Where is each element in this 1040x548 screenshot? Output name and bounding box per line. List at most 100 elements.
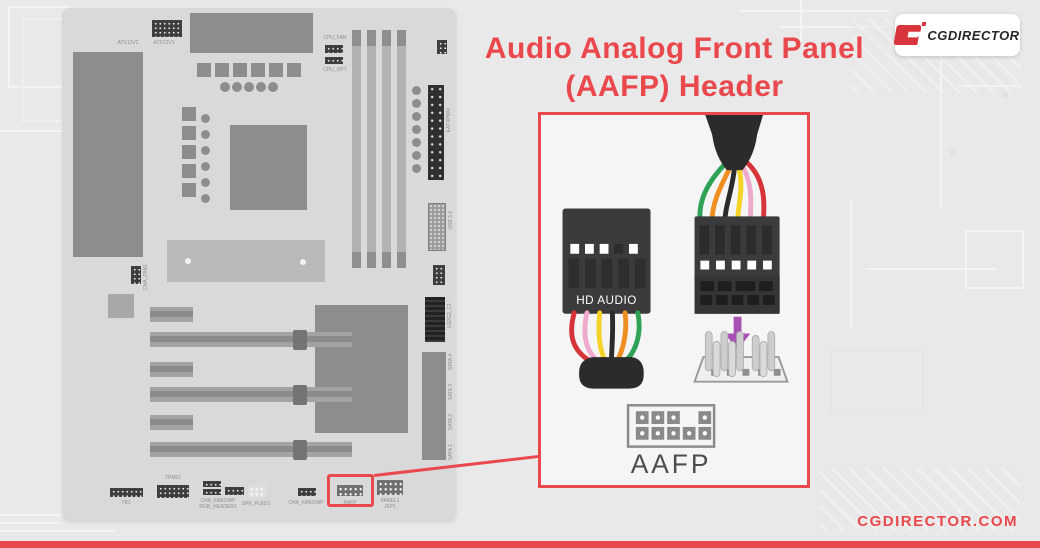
ram-slot [367,30,376,268]
vrm-choke [182,107,196,121]
sata2-label: SATA 2 [448,414,454,431]
wire-pink [582,310,601,364]
back-connector-slots [699,225,772,255]
circuit-trace [0,530,115,532]
capacitor [201,162,210,171]
circuit-trace [950,150,956,156]
vrm-choke [233,63,247,77]
cha-fan2-header [203,489,221,495]
rgb-header-label: RGB_HEADER1 [199,504,237,510]
capacitor [201,146,210,155]
tpm-header [157,485,189,498]
atx-24pin-connector [428,85,444,180]
page-title-line1: Audio Analog Front Panel [484,32,865,65]
wire-yellow [735,163,744,226]
aafp-zoom-panel: HD AUDIO AAFP [538,112,810,488]
front-panel-header [377,480,403,495]
tb1-label: TB1 [121,500,131,506]
vrm-choke [269,63,283,77]
aafp-header [337,485,363,496]
capacitor [412,99,421,108]
sata3-label: SATA 3 [448,384,454,401]
circuit-trace [958,85,1020,87]
ram-slot [352,30,361,268]
pcie-x1-slot [150,362,193,377]
ram-slot [382,30,391,268]
capacitor [412,125,421,134]
pcie-latch [293,385,307,405]
footer-site-url: CGDIRECTOR.COM [857,513,1018,530]
capacitor [412,138,421,147]
circuit-trace [740,10,890,12]
wire-yellow [596,310,608,364]
cha-fan2-header [203,481,221,487]
cha-fan2-label: CHA_FAN2/WP [200,498,236,504]
sata-ports [422,352,446,460]
sata1-label: SATA 1 [448,444,454,461]
atx12v2-label: ATX12V2 [117,40,139,46]
bottom-accent-bar [0,541,1040,548]
header-pins [704,331,776,378]
usb32-front-header [428,203,446,251]
chipset-heatsink [315,305,408,433]
capacitor [412,151,421,160]
vrm-choke [251,63,265,77]
hd-audio-label: HD AUDIO [576,294,637,307]
circuit-trace [8,6,70,88]
hd-audio-ridges [568,258,646,289]
fan-header [433,265,445,285]
cgdirector-g-icon [894,22,927,45]
eatxpwr-label: EATXPWR [446,108,452,133]
pcie-x16-slot [150,332,352,347]
capacitor [201,178,210,187]
cpu-opt-header [325,57,343,64]
aafp-highlight-box [327,474,374,507]
capacitor [412,112,421,121]
pcie-x16-slot [150,442,352,457]
wire-black [608,310,616,364]
rear-io-heatsink [73,52,143,257]
hd-audio-pin-holes [570,243,638,254]
m2-screw [185,258,191,264]
capacitor [412,86,421,95]
brand-name: CGDIRECTOR [927,27,1020,43]
sata4-label: SATA 4 [448,354,454,371]
aafp-label: AAFP [343,500,357,506]
circuit-trace [1002,92,1008,98]
capacitor [256,82,266,92]
aafp-icon-outline [626,404,716,448]
aafp-zoom-illustration: HD AUDIO AAFP [562,115,789,479]
atx12v1-label: ATX12V1 [153,40,175,46]
cha-fan1-label: CHA_FAN1 [143,264,149,290]
cpu-fan-label: CPU_FAN [323,35,347,41]
vrm-choke [182,183,196,197]
spk-label: SPK_PLED1 [241,501,271,507]
capacitor [232,82,242,92]
capacitor [412,164,421,173]
spk-header [248,485,266,498]
vrm-choke [215,63,229,77]
pcie-latch [293,330,307,350]
capacitor [201,130,210,139]
wire-red [569,310,593,364]
u32g2-label: U32G2_C1 [447,303,453,329]
tpm-label: TPM01 [164,475,182,481]
capacitor [244,82,254,92]
back-connector-pins [700,260,772,270]
cha-fan1-header [131,266,141,284]
power-led-header [437,40,447,54]
page-title: Audio Analog Front Panel (AAFP) Header [452,30,897,106]
wire-orange [614,310,629,364]
circuit-trace [0,522,60,524]
brand-logo: CGDIRECTOR [895,14,1020,56]
ram-slot [397,30,406,268]
aafp-caption: AAFP [631,449,712,479]
usb32-gen2-connector [425,297,445,342]
m2-screw [300,259,306,265]
usb32-label: USB 3.2 [448,211,454,230]
page-title-line2: (AAFP) Header [565,70,784,103]
back-connector-holes [700,281,775,305]
circuit-trace [940,60,942,210]
pcie-x1-slot [150,307,193,322]
back-connector-base [694,275,780,314]
